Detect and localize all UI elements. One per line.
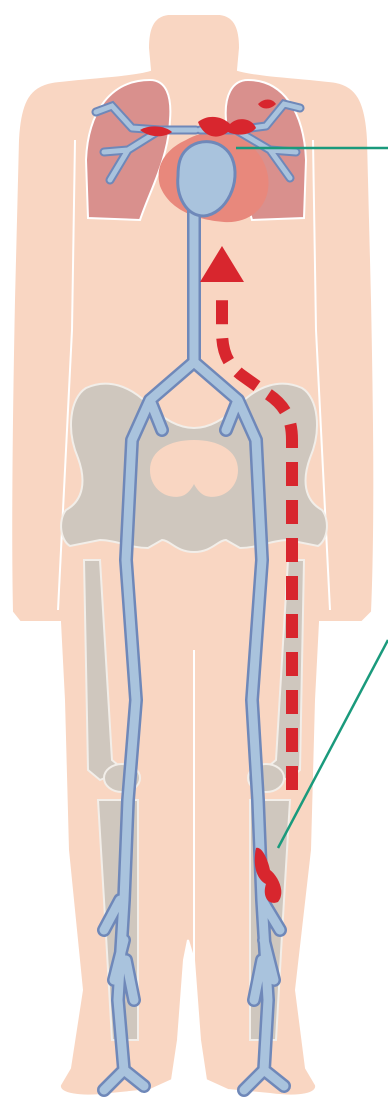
diagram-stage	[0, 0, 388, 1106]
body-diagram	[0, 0, 388, 1106]
